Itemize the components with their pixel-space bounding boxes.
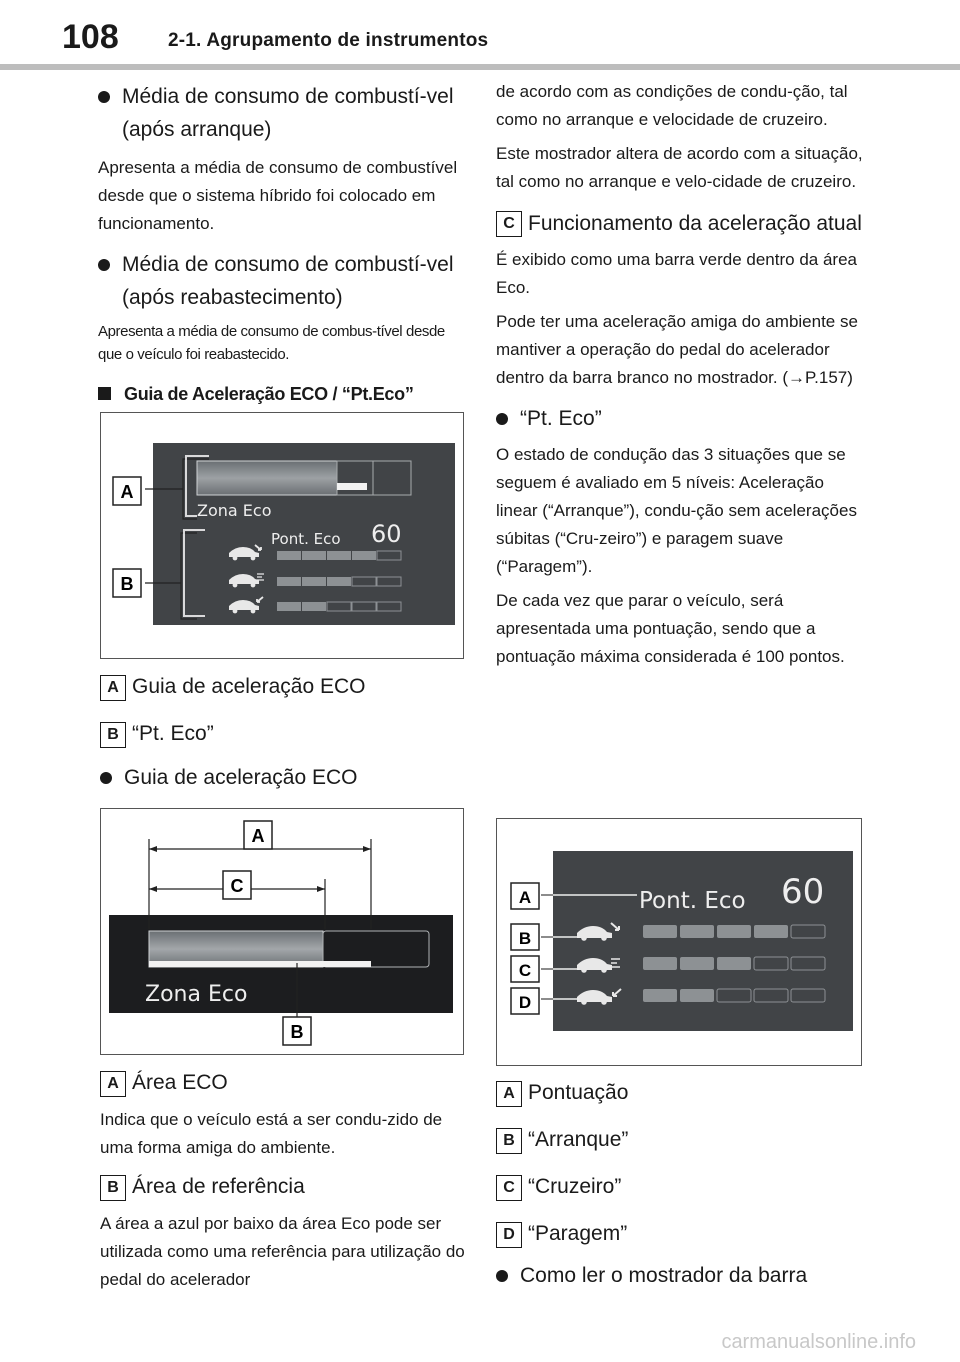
callout-a: A	[252, 826, 265, 846]
bullet-dot-icon	[100, 772, 112, 784]
legend-key: B	[100, 722, 126, 748]
figure-eco-guide-svg: Zona Eco Pont. Eco 60	[112, 443, 455, 625]
callout-a: A	[121, 482, 134, 502]
paragraph: A área a azul por baixo da área Eco pode…	[100, 1214, 465, 1289]
pont-eco-label: Pont. Eco	[639, 888, 746, 914]
paragraph: De cada vez que parar o veículo, será ap…	[496, 591, 845, 666]
callout-a: A	[519, 888, 531, 907]
heading-bullet: Guia de aceleração ECO	[100, 761, 468, 794]
legend-key: A	[100, 675, 126, 701]
square-bullet-icon	[98, 387, 111, 400]
heading-bullet: Média de consumo de combustí-vel (após r…	[98, 248, 466, 314]
heading-bullet: “Pt. Eco”	[496, 402, 864, 435]
score-label: 60	[371, 520, 402, 548]
bullet-dot-icon	[98, 91, 110, 103]
paragraph: de acordo com as condições de condu-ção,…	[496, 82, 848, 129]
figure-eco-guide: Zona Eco Pont. Eco 60	[100, 412, 464, 659]
subsection-heading: Guia de Aceleração ECO / “Pt.Eco”	[98, 380, 466, 408]
right-column: de acordo com as condições de condu-ção,…	[496, 78, 864, 671]
page-number: 108	[62, 18, 119, 56]
legend-key: C	[496, 1175, 522, 1201]
paragraph: Indica que o veículo está a ser condu-zi…	[100, 1110, 443, 1157]
legend-key: A	[100, 1071, 126, 1097]
zona-eco-label: Zona Eco	[145, 982, 247, 1007]
bullet-dot-icon	[496, 413, 508, 425]
callout-b: B	[519, 929, 531, 948]
bullet-dot-icon	[98, 259, 110, 271]
legend-item: C“Cruzeiro”	[496, 1172, 864, 1202]
legend-key: C	[496, 211, 522, 237]
legend-key: D	[496, 1222, 522, 1248]
callout-b: B	[121, 574, 134, 594]
legend-key: B	[100, 1175, 126, 1201]
figure-eco-zone-svg: Zona Eco A C B	[109, 820, 453, 1046]
figure-eco-zone: Zona Eco A C B	[100, 808, 464, 1055]
paragraph: Apresenta a média de consumo de combustí…	[98, 158, 458, 233]
legend-item: B“Pt. Eco”	[100, 719, 468, 749]
bullet-dot-icon	[496, 1270, 508, 1282]
zona-eco-label: Zona Eco	[197, 501, 271, 520]
callout-b: B	[291, 1022, 304, 1042]
legend-key: B	[496, 1128, 522, 1154]
callout-c: C	[231, 876, 244, 896]
car-icon	[229, 547, 259, 614]
legend-item: D“Paragem”	[496, 1219, 864, 1249]
heading-bullet: Média de consumo de combustí-vel (após a…	[98, 80, 466, 146]
paragraph: O estado de condução das 3 situações que…	[496, 445, 857, 576]
legend-key: A	[496, 1081, 522, 1107]
paragraph: Apresenta a média de consumo de combus-t…	[98, 323, 445, 363]
legend-item: B“Arranque”	[496, 1125, 864, 1155]
callout-c: C	[519, 961, 531, 980]
paragraph: É exibido como uma barra verde dentro da…	[496, 250, 857, 297]
car-icon	[577, 926, 612, 1005]
paragraph: Pode ter uma aceleração amiga do ambient…	[496, 312, 858, 387]
score-label: 60	[781, 872, 824, 912]
callout-d: D	[519, 993, 531, 1012]
pont-eco-label: Pont. Eco	[271, 530, 341, 548]
watermark: carmanualsonline.info	[721, 1331, 916, 1353]
paragraph: Este mostrador altera de acordo com a si…	[496, 144, 863, 191]
section-title: 2-1. Agrupamento de instrumentos	[168, 30, 489, 51]
heading-bullet: Como ler o mostrador da barra	[496, 1259, 864, 1292]
header-rule	[0, 64, 960, 70]
left-column: Média de consumo de combustí-vel (após a…	[98, 80, 466, 408]
figure-eco-score-svg: Pont. Eco 60 A	[510, 851, 853, 1031]
figure-eco-score: Pont. Eco 60 A	[496, 818, 862, 1066]
